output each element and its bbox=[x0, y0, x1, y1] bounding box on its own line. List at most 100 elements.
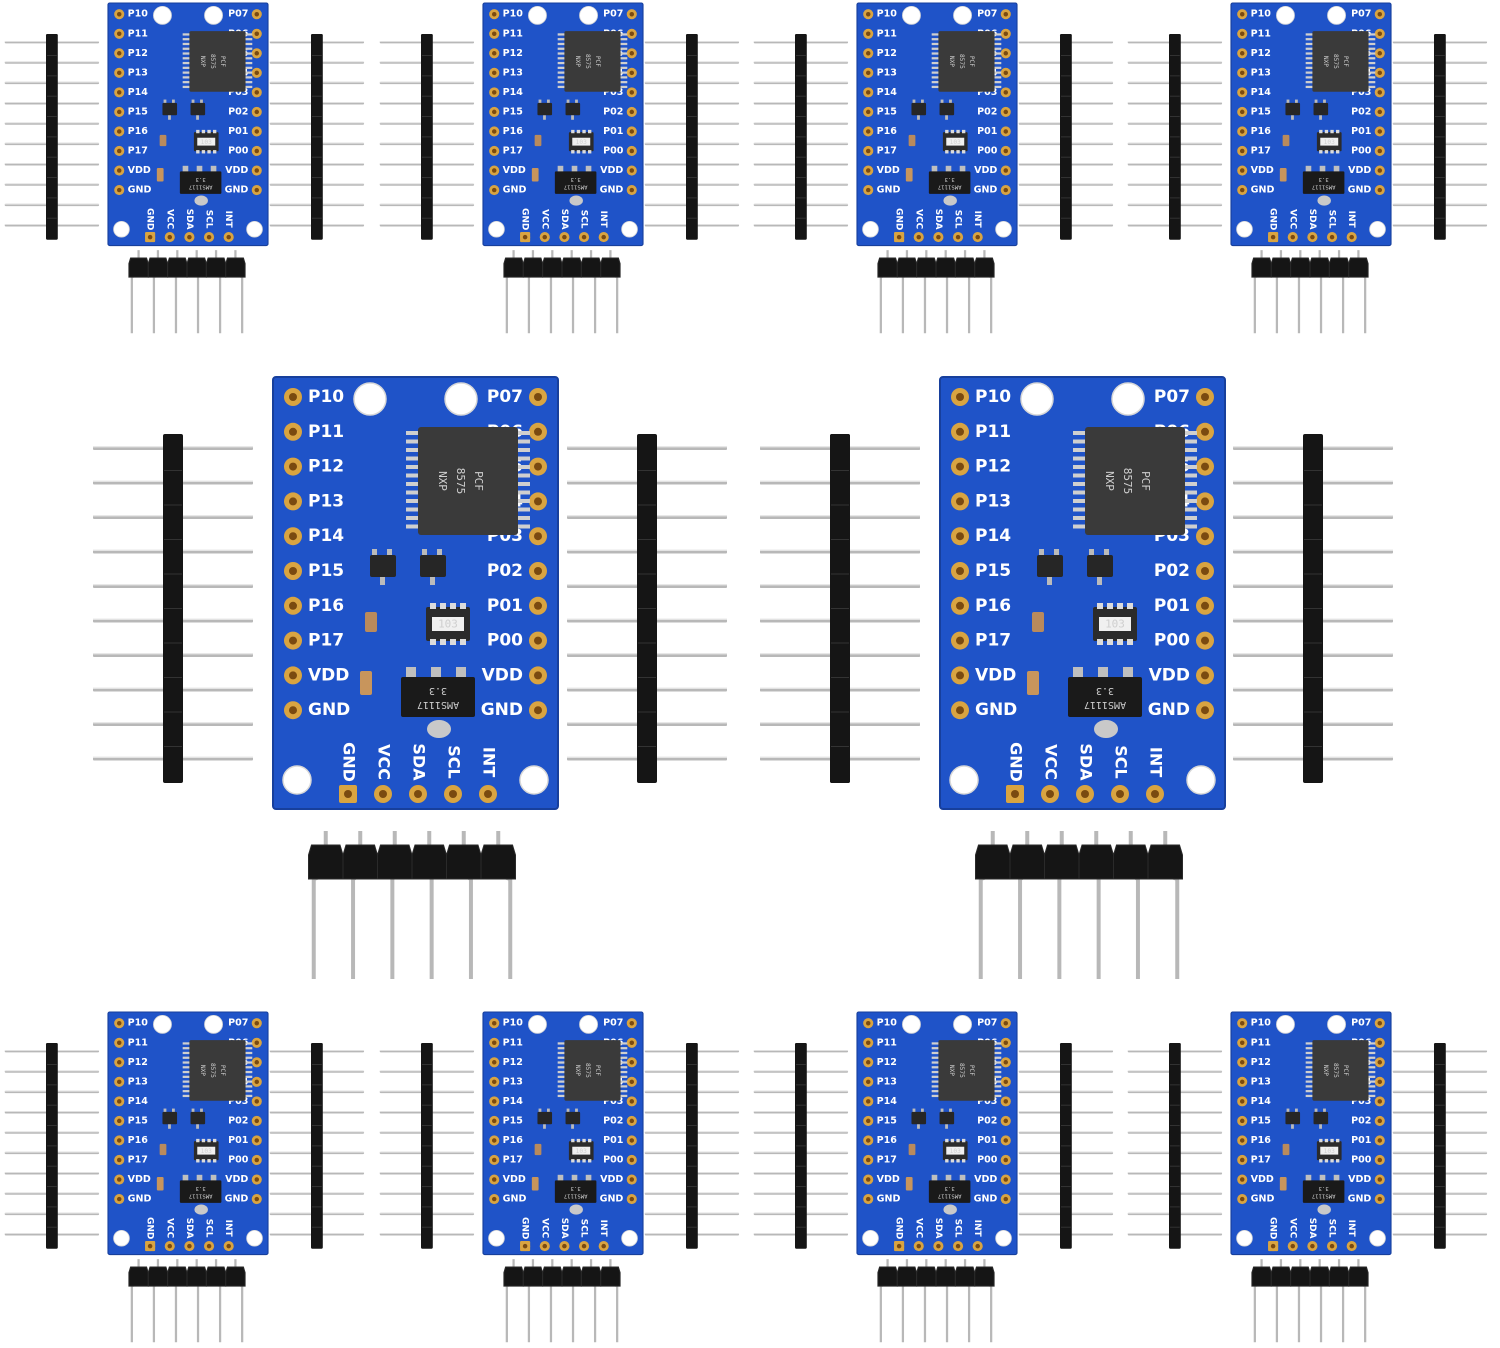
transistor-lead bbox=[566, 1108, 570, 1114]
chip-lead bbox=[993, 71, 1002, 74]
regulator-tab bbox=[406, 667, 416, 679]
capacitor bbox=[1279, 1177, 1287, 1191]
pin-label-bottom: SCL bbox=[204, 210, 214, 229]
chip-lead bbox=[182, 1061, 191, 1064]
chip-lead bbox=[993, 1070, 1002, 1074]
header-pin-top bbox=[427, 831, 432, 847]
pin-pad-hole bbox=[975, 1243, 980, 1249]
header-pin-top bbox=[195, 1259, 198, 1269]
chip-lead bbox=[1073, 465, 1087, 469]
mounting-hole bbox=[444, 382, 478, 416]
header-plastic-block bbox=[503, 1266, 524, 1287]
side-header-right-top-1 bbox=[269, 34, 365, 240]
header-plastic-block bbox=[974, 1266, 995, 1287]
header-pin-top bbox=[195, 250, 198, 260]
header-pin-leg bbox=[945, 274, 949, 334]
pin-pad-hole bbox=[1239, 187, 1245, 193]
chip-lead bbox=[993, 38, 1002, 41]
regulator-tab bbox=[1305, 165, 1312, 173]
chip-lead bbox=[182, 47, 191, 50]
header-plastic-block bbox=[542, 1266, 563, 1287]
side-header-right-top-2 bbox=[644, 34, 740, 240]
chip-lead bbox=[1305, 52, 1314, 55]
chip-lead bbox=[1073, 507, 1087, 512]
chip-lead bbox=[557, 1070, 566, 1074]
capacitor bbox=[531, 168, 539, 182]
pcf8575-chip bbox=[189, 31, 246, 92]
chip-lead bbox=[1367, 52, 1376, 55]
transistor-lead bbox=[949, 99, 952, 105]
chip-lead bbox=[557, 1051, 566, 1055]
pin-label-bottom: INT bbox=[480, 747, 499, 777]
pin-pad-hole bbox=[1003, 129, 1009, 134]
header-plastic-block bbox=[522, 1266, 544, 1287]
pin-pad-hole bbox=[116, 109, 122, 115]
pin-label-bottom: SDA bbox=[559, 1218, 569, 1239]
chip-lead bbox=[1073, 490, 1087, 495]
pin-label-bottom: INT bbox=[972, 211, 982, 229]
chip-lead bbox=[1183, 516, 1197, 520]
pin-label-bottom: SDA bbox=[410, 743, 429, 781]
chip-lead bbox=[557, 38, 566, 41]
chip-lead bbox=[244, 1075, 253, 1078]
pin-label-right: P07 bbox=[1351, 1018, 1371, 1029]
pin-pad-hole bbox=[116, 31, 122, 37]
side-header-left-top-1 bbox=[4, 34, 100, 240]
pin-pad-hole bbox=[116, 1138, 122, 1143]
resistor-pad bbox=[1335, 1159, 1340, 1163]
chip-lead bbox=[244, 66, 253, 69]
pin-label-right: P03 bbox=[1351, 87, 1371, 98]
chip-lead bbox=[931, 71, 940, 74]
chip-lead bbox=[406, 516, 420, 520]
header-plastic-block bbox=[935, 257, 956, 278]
pin-pad-hole bbox=[289, 636, 297, 645]
chip-lead bbox=[557, 1047, 566, 1050]
chip-lead bbox=[557, 1085, 566, 1088]
chip-lead bbox=[1183, 490, 1197, 495]
chip-lead bbox=[244, 52, 253, 55]
pin-pad-hole bbox=[581, 1243, 587, 1249]
pin-pad-hole bbox=[187, 1243, 192, 1249]
pcf8575-chip bbox=[418, 427, 518, 535]
pin-label-left: P13 bbox=[1251, 1076, 1271, 1087]
resistor-pad bbox=[576, 1159, 581, 1163]
pin-pad-hole bbox=[1003, 1138, 1009, 1143]
chip-lead bbox=[557, 1056, 566, 1059]
resistor-pad bbox=[1324, 150, 1329, 154]
header-pin-leg bbox=[879, 274, 882, 334]
pin-pad-hole bbox=[491, 1118, 497, 1124]
resistor-pad bbox=[201, 1159, 206, 1163]
chip-lead bbox=[1305, 42, 1314, 46]
header-plastic-block bbox=[167, 257, 188, 278]
chip-lead bbox=[931, 1094, 940, 1098]
pin-label-left: P10 bbox=[503, 9, 524, 20]
pin-label-left: P11 bbox=[503, 28, 523, 39]
pin-pad-hole bbox=[865, 1040, 871, 1046]
chip-marking: 8575 bbox=[1332, 1063, 1339, 1078]
regulator-heat-pad bbox=[943, 195, 957, 206]
pin-label-left: GND bbox=[503, 185, 527, 196]
pin-pad-hole bbox=[1239, 1138, 1245, 1143]
pin-label-bottom: VCC bbox=[539, 209, 549, 230]
pin-label-right: VDD bbox=[600, 165, 623, 176]
transistor-lead bbox=[566, 99, 570, 105]
resistor-pad bbox=[207, 150, 211, 154]
large-expander-board-1: P10P07P11P06P12P05P13P04P14P03P15P02P16P… bbox=[272, 376, 559, 810]
pin-label-bottom: VCC bbox=[1287, 209, 1297, 230]
mounting-hole bbox=[246, 1229, 263, 1247]
chip-lead bbox=[1183, 473, 1197, 478]
chip-lead bbox=[182, 1042, 191, 1045]
pin-pad-hole bbox=[1377, 1079, 1383, 1085]
chip-lead bbox=[244, 76, 253, 79]
header-pin-top bbox=[925, 1259, 928, 1269]
chip-marking: NXP bbox=[1322, 1065, 1329, 1076]
pin-label-bottom: VCC bbox=[1287, 1218, 1297, 1239]
chip-lead bbox=[244, 71, 253, 74]
header-pin-leg bbox=[152, 1283, 156, 1343]
pin-pad-hole bbox=[1003, 1196, 1009, 1202]
pin-pad-hole bbox=[865, 90, 871, 95]
pin-label-right: P00 bbox=[1351, 145, 1372, 156]
pin-label-left: P17 bbox=[128, 1154, 148, 1165]
pin-pad-hole bbox=[534, 671, 542, 680]
chip-marking: NXP bbox=[199, 1065, 206, 1076]
